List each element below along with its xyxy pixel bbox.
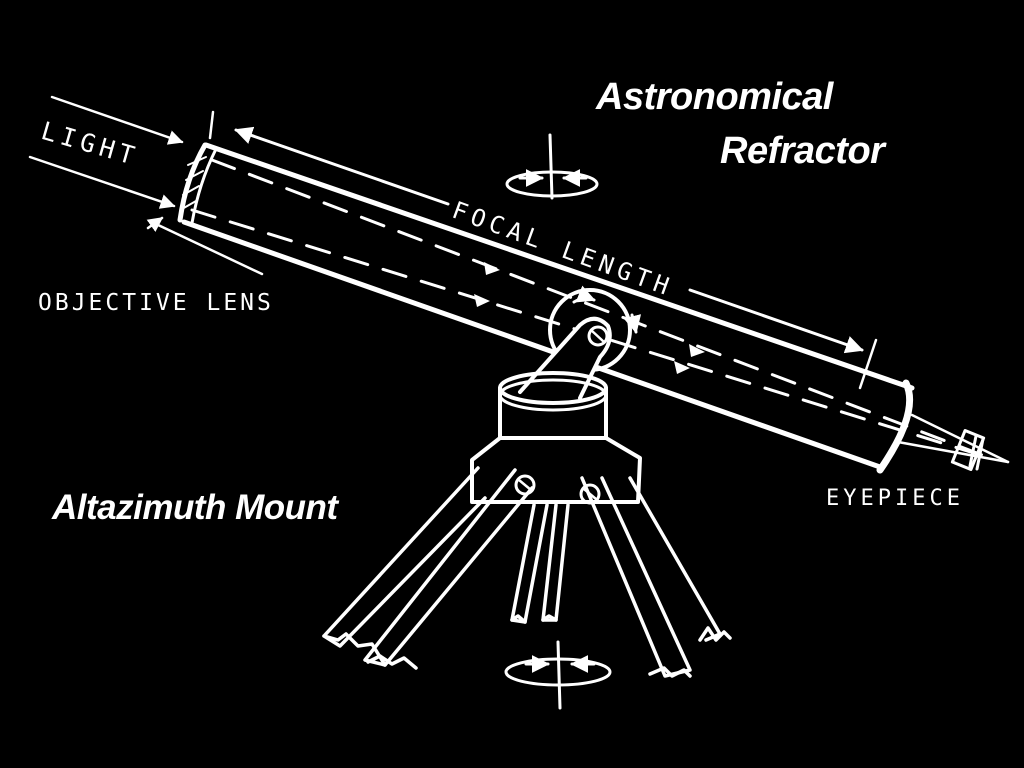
mount-title: Altazimuth Mount <box>52 488 338 527</box>
focal-length-dimension <box>234 126 878 390</box>
mount-head <box>470 285 642 504</box>
objective-lens <box>146 110 264 276</box>
azimuth-rotation-arrow <box>504 640 612 710</box>
diagram-title-line1: Astronomical <box>596 76 833 118</box>
light-rays <box>28 95 184 209</box>
eyepiece <box>896 413 1010 472</box>
altitude-rotation-arrow <box>505 133 599 200</box>
objective-lens-label: OBJECTIVE LENS <box>38 290 274 316</box>
focus-rays <box>190 158 992 460</box>
diagram-title-line2: Refractor <box>720 130 885 172</box>
eyepiece-label: EYEPIECE <box>826 486 964 511</box>
telescope-tube <box>181 142 915 474</box>
tripod <box>322 466 732 678</box>
